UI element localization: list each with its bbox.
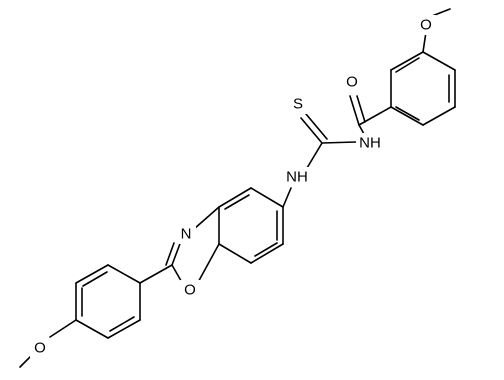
bond xyxy=(305,113,328,140)
bond xyxy=(193,206,220,230)
bond xyxy=(254,242,278,257)
bond xyxy=(171,240,182,266)
bond xyxy=(250,187,284,208)
bond xyxy=(431,8,451,17)
bond xyxy=(49,319,77,338)
bond xyxy=(75,264,109,284)
bond xyxy=(82,271,108,287)
bond xyxy=(321,141,357,144)
bond xyxy=(356,95,366,123)
atom-label: NH xyxy=(286,169,308,186)
bonds xyxy=(19,8,456,368)
atom-label: NH xyxy=(359,135,381,152)
atom-s-thiocarbonyl: S xyxy=(288,94,308,114)
bond xyxy=(390,106,424,126)
bond xyxy=(139,264,173,284)
atom-nh-amide: NH xyxy=(356,133,384,153)
atom-label: O xyxy=(34,340,46,357)
bond xyxy=(224,194,250,210)
atom-n-oxazole: N xyxy=(176,224,196,244)
atom-label: O xyxy=(420,17,432,34)
bond xyxy=(300,117,323,144)
atom-nh-amine: NH xyxy=(283,167,311,187)
bond xyxy=(395,57,420,73)
bond xyxy=(218,243,252,264)
bond xyxy=(422,51,456,71)
bond xyxy=(358,124,365,135)
bond xyxy=(109,316,135,332)
bond xyxy=(422,106,456,126)
bond xyxy=(306,142,323,169)
atom-labels: O O NH S NH N O O xyxy=(30,15,436,358)
bond xyxy=(282,187,292,208)
atom-label: O xyxy=(346,74,358,91)
bond xyxy=(250,243,284,264)
atom-o-carbonyl: O xyxy=(342,72,362,92)
atom-o-oxazole: O xyxy=(180,280,200,300)
bond xyxy=(422,31,427,53)
atom-label: S xyxy=(293,96,303,113)
atom-label: N xyxy=(181,226,192,243)
bond xyxy=(395,106,420,121)
bond xyxy=(390,51,424,71)
bond xyxy=(195,243,220,287)
bond xyxy=(165,242,175,266)
atom-o-methoxy-top: O xyxy=(416,15,436,35)
bond xyxy=(19,356,31,368)
atom-label: O xyxy=(184,282,196,299)
atom-o-methoxy-bottom: O xyxy=(30,338,50,358)
bond xyxy=(349,95,360,126)
bond xyxy=(218,187,252,208)
bond xyxy=(107,264,141,284)
bond xyxy=(75,319,109,339)
bond xyxy=(107,319,141,339)
